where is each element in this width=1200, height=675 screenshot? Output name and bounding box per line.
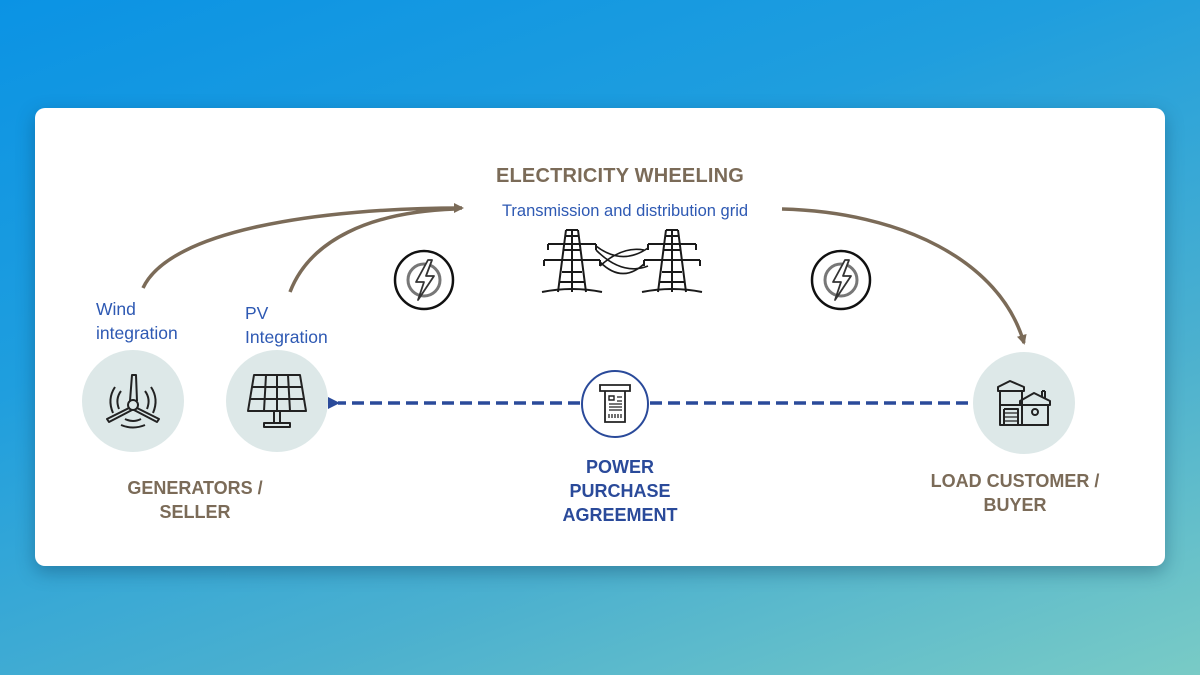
generators-caption-line2: SELLER [159, 502, 231, 522]
diagram-card [35, 108, 1165, 566]
pv-to-grid-arrow [288, 207, 456, 293]
wind-label-line1: Wind [96, 299, 136, 319]
solar-panel-icon [247, 374, 307, 428]
customer-caption: LOAD CUSTOMER / BUYER [920, 469, 1110, 517]
wind-label-line2: integration [96, 323, 178, 343]
pv-label-line1: PV [245, 303, 269, 323]
grid-label: Transmission and distribution grid [501, 202, 749, 220]
generators-caption: GENERATORS / SELLER [100, 476, 290, 524]
customer-caption-line1: LOAD CUSTOMER / [930, 471, 1100, 491]
ppa-caption-line1: POWER [585, 457, 654, 477]
grid-to-customer-arrow [781, 207, 1027, 345]
receipt-contract-icon [599, 384, 631, 423]
ppa-node [581, 370, 649, 438]
pv-label-line2: Integration [245, 327, 328, 347]
pv-node [226, 350, 328, 452]
customer-node [973, 352, 1075, 454]
transmission-towers-icon [541, 229, 703, 293]
customer-caption-line2: BUYER [983, 495, 1047, 515]
ppa-caption-line3: AGREEMENT [562, 505, 678, 525]
pv-integration-label: PV Integration [245, 301, 328, 349]
generators-caption-line1: GENERATORS / [127, 478, 263, 498]
lightning-bolt-icon-right [810, 249, 872, 311]
lightning-bolt-icon-left [393, 249, 455, 311]
wind-integration-label: Wind integration [96, 297, 178, 345]
diagram-title: ELECTRICITY WHEELING [495, 165, 745, 187]
wind-to-grid-arrow [141, 203, 464, 289]
ppa-caption: POWER PURCHASE AGREEMENT [530, 455, 710, 527]
ppa-caption-line2: PURCHASE [569, 481, 671, 501]
house-icon [997, 380, 1051, 426]
wind-node [82, 350, 184, 452]
wind-turbine-icon [106, 374, 160, 429]
